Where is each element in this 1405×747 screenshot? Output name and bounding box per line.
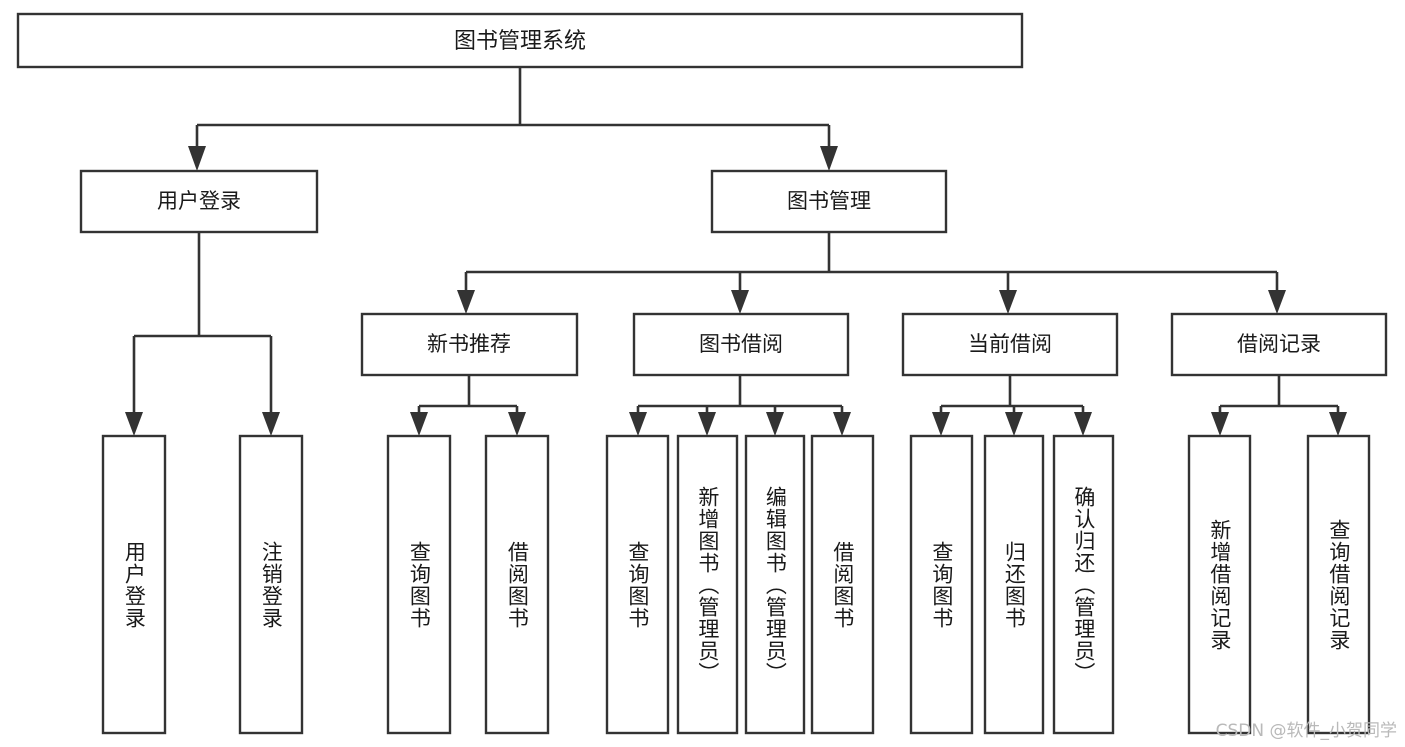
node-current-borrow-box[interactable] (901, 312, 1119, 377)
leaf-user-logout-box[interactable] (238, 434, 304, 735)
arrowhead-leaf-query-book-3 (932, 412, 950, 436)
arrowhead-user-login (188, 146, 206, 171)
node-new-book-recommend-label: 新书推荐 (427, 332, 511, 356)
leaf-add-book-label: 新增图书（管理员） (695, 485, 720, 684)
node-book-borrow-label: 图书借阅 (699, 332, 783, 356)
leaf-borrow-book-1-label: 借阅图书 (505, 540, 530, 629)
leaf-confirm-return-label: 确认归还（管理员） (1071, 485, 1096, 684)
arrowhead-leaf-confirm-return (1074, 412, 1092, 436)
leaf-query-record-label: 查询借阅记录 (1326, 518, 1351, 651)
arrowhead-leaf-borrow-book-1 (508, 412, 526, 436)
arrowhead-new-book-recommend (457, 290, 475, 314)
leaf-query-book-2-label: 查询图书 (625, 540, 650, 629)
leaf-add-book-box[interactable] (676, 434, 739, 735)
leaf-query-book-1-label: 查询图书 (407, 540, 432, 629)
leaf-user-logout-label: 注销登录 (259, 540, 284, 629)
leaf-return-book-label: 归还图书 (1002, 540, 1027, 629)
arrowhead-leaf-query-book-2 (629, 412, 647, 436)
arrowhead-leaf-add-record (1211, 412, 1229, 436)
node-root-label: 图书管理系统 (454, 29, 586, 54)
node-current-borrow-label: 当前借阅 (968, 332, 1052, 356)
leaf-query-book-2-box[interactable] (605, 434, 670, 735)
leaf-user-login-label: 用户登录 (122, 540, 147, 629)
leaf-borrow-book-1-box[interactable] (484, 434, 550, 735)
leaf-query-book-3-box[interactable] (909, 434, 974, 735)
arrowhead-book-manage (820, 146, 838, 171)
arrowhead-leaf-query-record (1329, 412, 1347, 436)
arrowhead-leaf-user-logout (262, 412, 280, 436)
arrowhead-leaf-user-login (125, 412, 143, 436)
arrowhead-leaf-return-book (1005, 412, 1023, 436)
node-user-login-box[interactable] (79, 169, 319, 234)
node-root-box[interactable] (16, 12, 1024, 69)
arrowhead-book-borrow (731, 290, 749, 314)
arrowhead-current-borrow (999, 290, 1017, 314)
arrowhead-leaf-edit-book (766, 412, 784, 436)
node-user-login-label: 用户登录 (157, 189, 241, 213)
leaf-user-login-box[interactable] (101, 434, 167, 735)
node-borrow-record-label: 借阅记录 (1237, 332, 1321, 356)
arrowhead-borrow-record (1268, 290, 1286, 314)
leaf-add-record-label: 新增借阅记录 (1207, 518, 1232, 651)
leaf-edit-book-label: 编辑图书（管理员） (763, 485, 788, 684)
leaf-query-book-3-label: 查询图书 (929, 540, 954, 629)
leaf-add-record-box[interactable] (1187, 434, 1252, 735)
arrowhead-leaf-query-book-1 (410, 412, 428, 436)
leaf-return-book-box[interactable] (983, 434, 1045, 735)
leaf-borrow-book-2-box[interactable] (810, 434, 875, 735)
node-book-manage-label: 图书管理 (787, 189, 871, 213)
arrowhead-leaf-borrow-book-2 (833, 412, 851, 436)
leaf-borrow-book-2-label: 借阅图书 (830, 540, 855, 629)
leaf-confirm-return-box[interactable] (1052, 434, 1115, 735)
leaf-query-record-box[interactable] (1306, 434, 1371, 735)
arrowhead-leaf-add-book (698, 412, 716, 436)
node-new-book-recommend-box[interactable] (360, 312, 579, 377)
leaf-query-book-1-box[interactable] (386, 434, 452, 735)
